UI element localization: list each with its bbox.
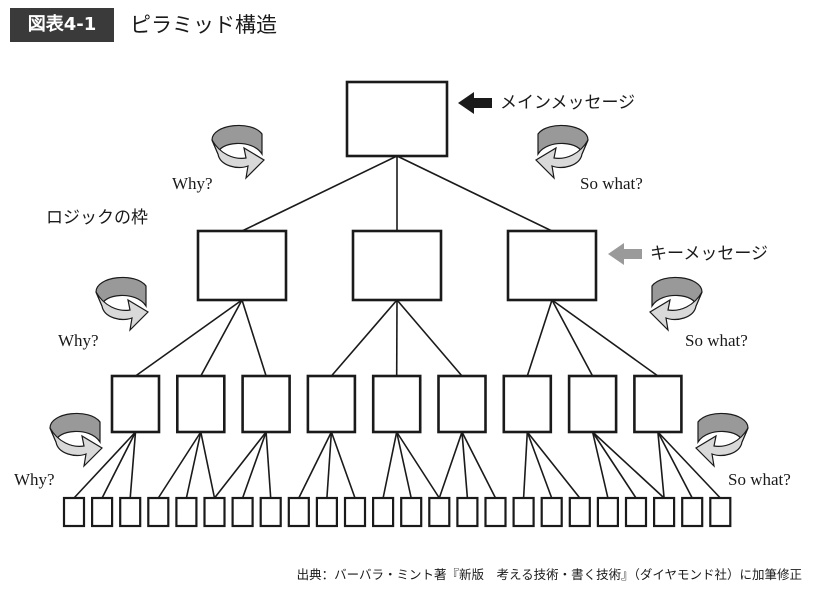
connector-line: [526, 431, 581, 499]
connector-line: [522, 431, 529, 499]
key-message-box: [506, 229, 598, 302]
main-message-arrow-icon: [458, 92, 492, 114]
sub-message-box: [176, 374, 226, 434]
so-what-curl-arrow-icon: [535, 124, 589, 179]
why-label: Why?: [172, 174, 213, 193]
detail-box: [175, 496, 198, 528]
detail-box: [652, 496, 676, 528]
detail-box: [259, 496, 282, 528]
connector-line: [129, 431, 137, 499]
connector-line: [551, 299, 594, 377]
so-what-label: So what?: [580, 174, 643, 193]
connector-line: [396, 155, 553, 232]
detail-box: [343, 496, 367, 528]
detail-box: [624, 496, 648, 528]
connector-line: [298, 431, 333, 499]
detail-box: [147, 496, 170, 528]
detail-box: [596, 496, 620, 528]
pyramid-boxes: [62, 80, 732, 528]
connector-line: [241, 431, 267, 499]
detail-box: [119, 496, 142, 528]
connector-line: [200, 431, 216, 499]
connector-line: [185, 431, 202, 499]
connector-line: [396, 431, 440, 499]
connector-line: [526, 431, 553, 499]
detail-box: [512, 496, 535, 528]
detail-box: [231, 496, 254, 528]
why-curl-arrow-icon: [95, 276, 149, 331]
detail-box: [203, 496, 226, 528]
connector-line: [461, 431, 497, 499]
connector-line: [241, 155, 398, 232]
connector-line: [591, 431, 637, 499]
connector-line: [657, 431, 665, 499]
sub-message-box: [437, 374, 487, 434]
sub-message-box: [110, 374, 161, 434]
key-message-label: キーメッセージ: [650, 244, 768, 264]
connector-line: [382, 431, 398, 499]
connector-line: [157, 431, 202, 499]
connector-line: [326, 431, 333, 499]
detail-box: [540, 496, 563, 528]
connector-line: [265, 431, 272, 499]
so-what-label: So what?: [685, 331, 748, 350]
detail-box: [709, 496, 732, 528]
main-message-box: [345, 80, 449, 158]
connector-line: [438, 431, 463, 499]
so-what-curl-arrow-icon: [695, 412, 749, 467]
connector-line: [551, 299, 659, 377]
connector-line: [592, 431, 665, 499]
sub-message-box: [371, 374, 422, 434]
detail-box: [456, 496, 479, 528]
detail-box: [681, 496, 704, 528]
connector-line: [657, 431, 693, 499]
key-message-box: [351, 229, 443, 302]
connector-line: [526, 299, 553, 377]
detail-box: [372, 496, 395, 528]
connector-line: [657, 431, 721, 499]
connector-line: [213, 431, 267, 499]
detail-box: [315, 496, 338, 528]
connector-line: [73, 431, 137, 499]
sub-message-box: [241, 374, 291, 434]
main-message-label: メインメッセージ: [500, 93, 635, 113]
connector-line: [395, 431, 412, 499]
detail-box: [90, 496, 114, 528]
figure-title: ピラミッド構造: [130, 13, 277, 37]
connector-line: [461, 431, 469, 499]
so-what-curl-arrow-icon: [649, 276, 703, 331]
detail-box: [568, 496, 591, 528]
why-curl-arrow-icon: [211, 124, 265, 179]
sub-message-box: [502, 374, 553, 434]
detail-box: [287, 496, 310, 528]
pyramid-connectors: [73, 155, 721, 499]
connector-line: [241, 299, 267, 377]
detail-box: [62, 496, 86, 528]
key-message-box: [196, 229, 288, 302]
connector-line: [330, 431, 356, 499]
connector-line: [330, 299, 398, 377]
connector-line: [200, 299, 243, 377]
why-label: Why?: [58, 331, 99, 350]
why-curl-arrow-icon: [49, 412, 103, 467]
figure-number-badge: 図表4-1: [10, 8, 114, 42]
sub-message-box: [567, 374, 618, 434]
why-label: Why?: [14, 470, 55, 489]
logic-frame-label: ロジックの枠: [46, 208, 148, 228]
connector-line: [101, 431, 137, 499]
sub-message-box: [633, 374, 683, 434]
connector-line: [135, 299, 243, 377]
connector-line: [396, 299, 463, 377]
source-caption: 出典：バーバラ・ミント著『新版 考える技術・書く技術』（ダイヤモンド社）に加筆修…: [296, 567, 802, 582]
sub-message-box: [306, 374, 357, 434]
connector-line: [591, 431, 609, 499]
detail-box: [428, 496, 451, 528]
key-message-arrow-icon: [608, 243, 642, 265]
detail-box: [400, 496, 423, 528]
detail-box: [484, 496, 507, 528]
so-what-label: So what?: [728, 470, 791, 489]
